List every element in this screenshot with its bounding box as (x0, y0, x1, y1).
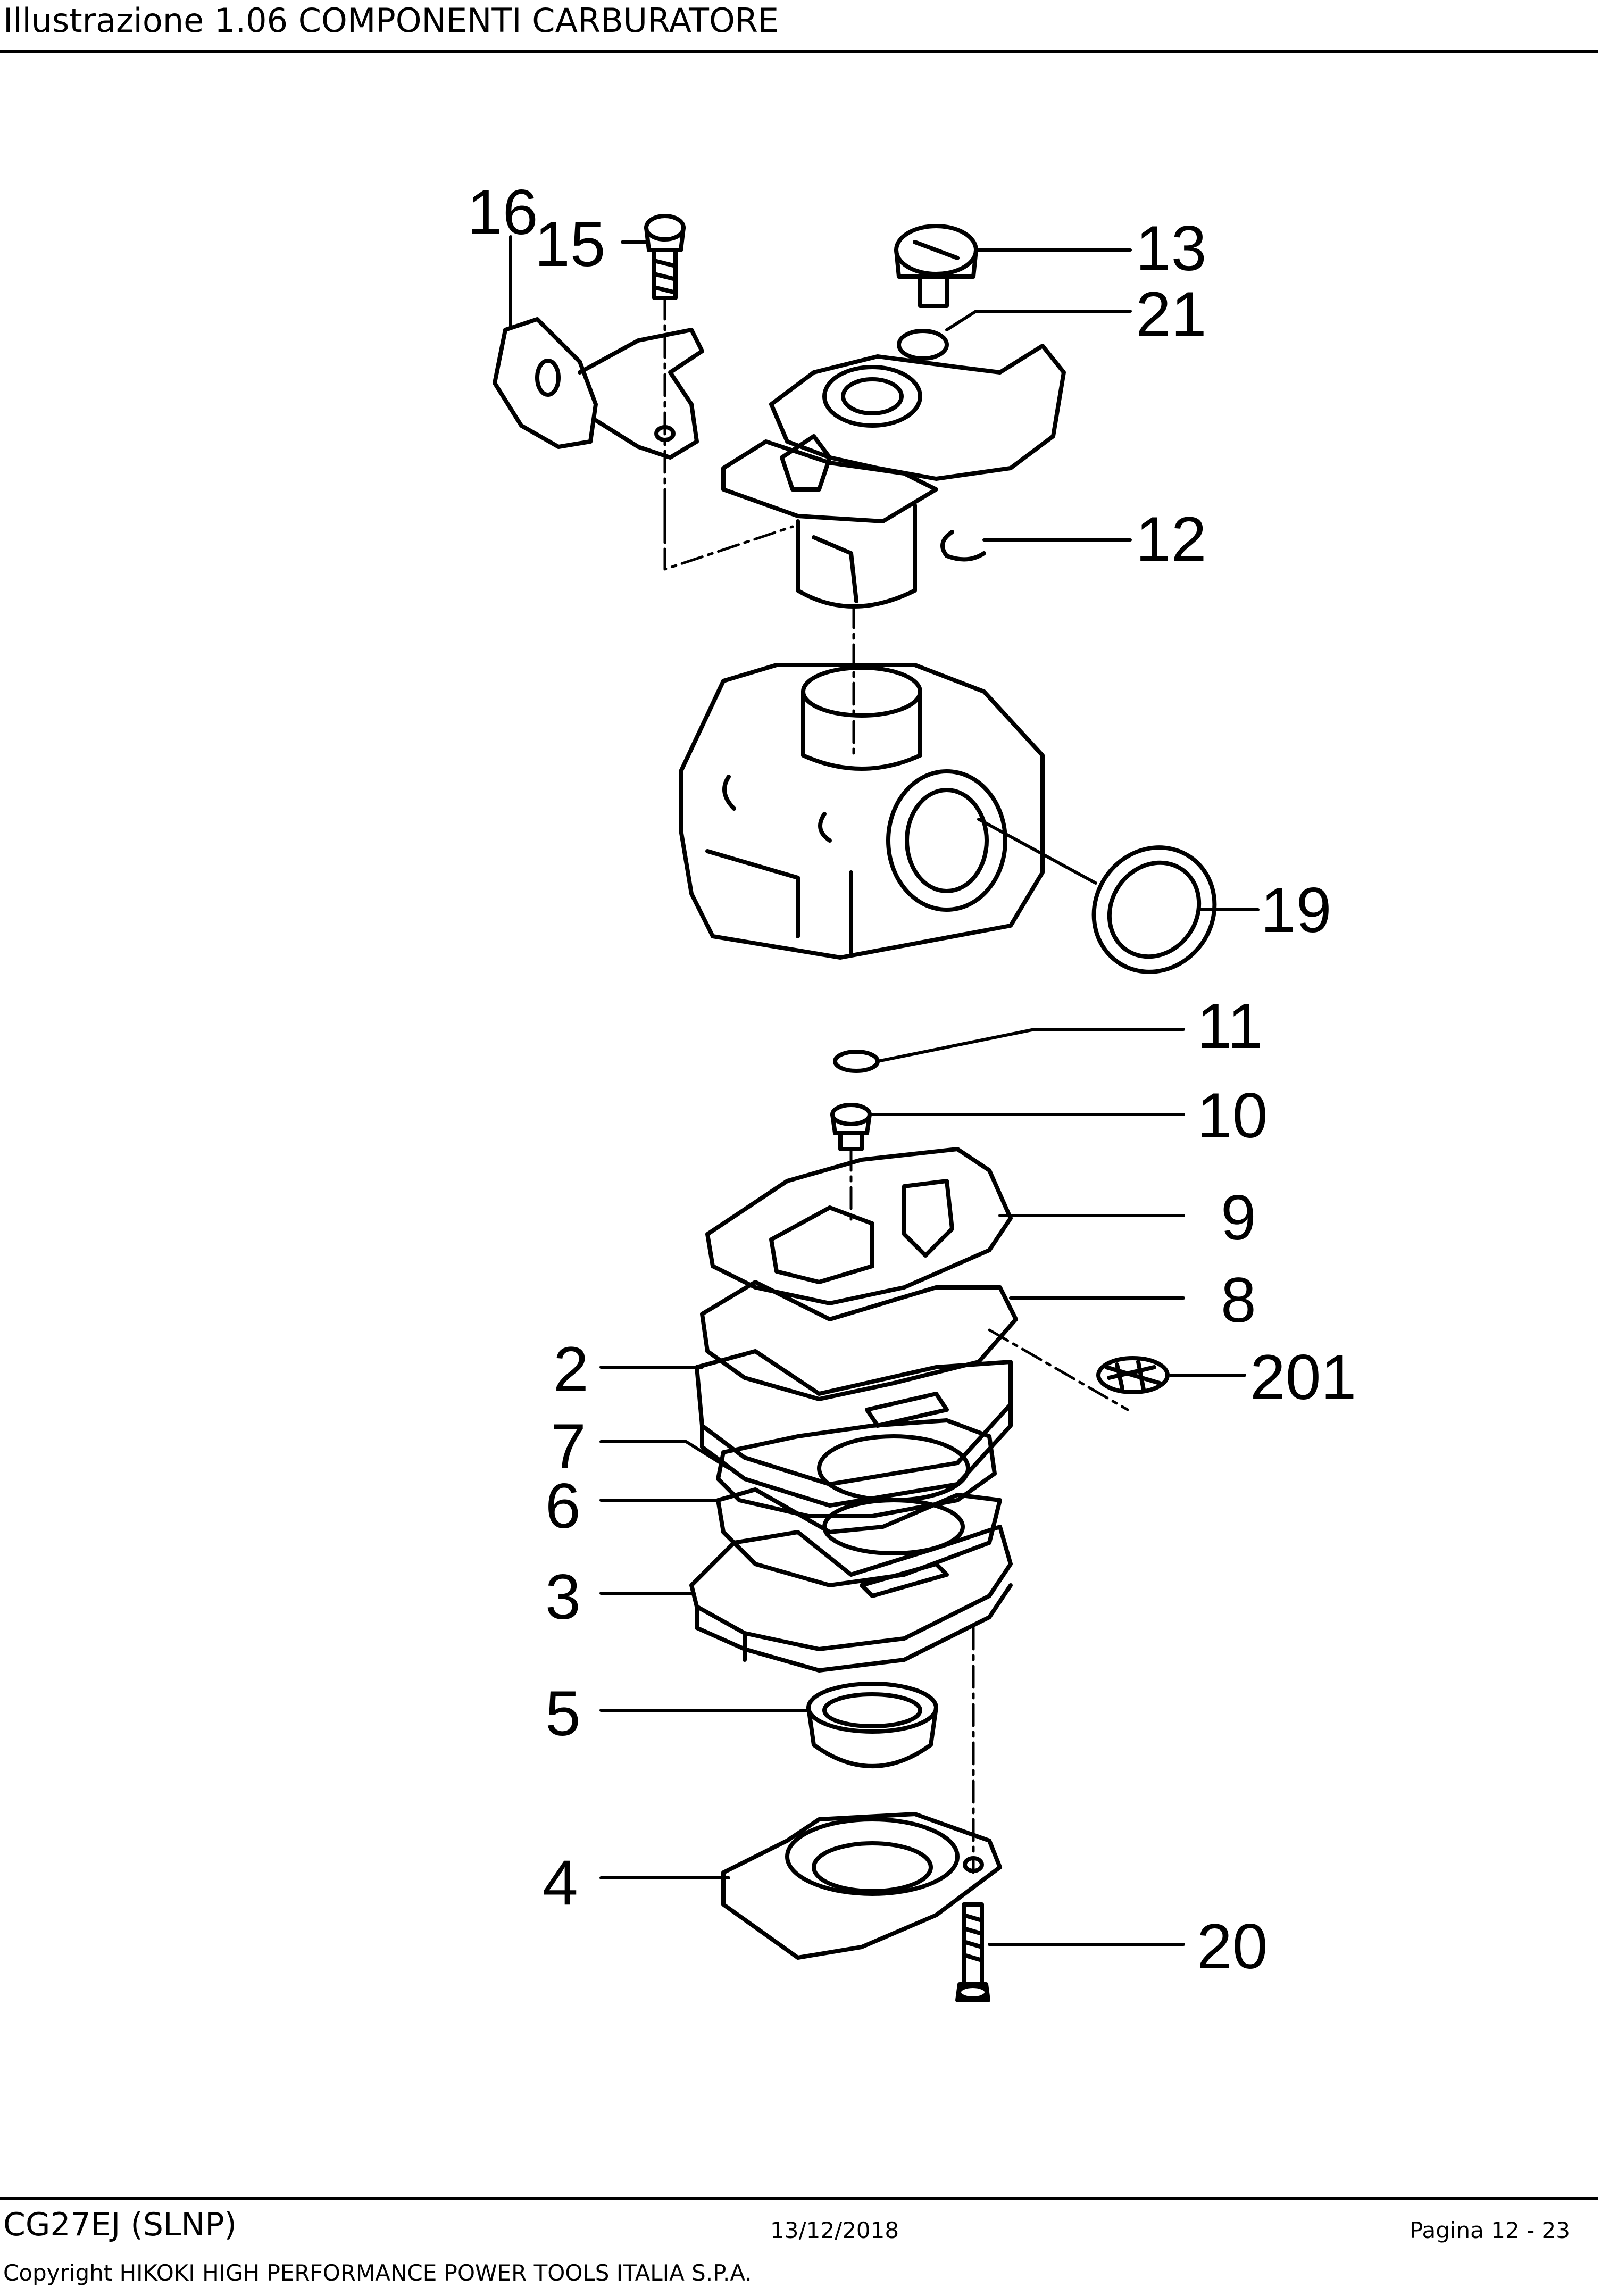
callout-201: 201 (1250, 1342, 1356, 1413)
part-20-screw (955, 1902, 990, 2002)
footer-divider (0, 2197, 1598, 2200)
header-divider (0, 50, 1598, 53)
part-5-cup (806, 1682, 938, 1768)
footer-page-number: Pagina 12 - 23 (1410, 2217, 1570, 2243)
part-16-throttle-lever (493, 317, 704, 460)
callout-6: 6 (545, 1470, 581, 1542)
part-10-plug (830, 1103, 872, 1151)
footer-copyright: Copyright HIKOKI HIGH PERFORMANCE POWER … (3, 2260, 752, 2286)
callout-12: 12 (1136, 504, 1206, 575)
part-8-diaphragm (700, 1280, 1018, 1401)
part-9-gasket (705, 1147, 1013, 1305)
part-6-diaphragm (716, 1487, 1002, 1587)
part-15-screw (644, 214, 686, 300)
callout-2: 2 (553, 1334, 589, 1405)
part-12-clip (940, 530, 986, 562)
callout-11: 11 (1197, 991, 1263, 1062)
callout-20: 20 (1197, 1911, 1268, 1982)
leader-lines (509, 235, 1260, 1946)
carburetor-body (679, 663, 1045, 960)
part-4-cover (721, 1812, 1002, 1960)
footer-model: CG27EJ (SLNP) (3, 2206, 237, 2243)
footer-date: 13/12/2018 (770, 2217, 899, 2243)
callout-21: 21 (1136, 279, 1206, 350)
part-3-lower-body (689, 1525, 1013, 1673)
part-2-pump-cover (695, 1349, 1013, 1508)
callout-5: 5 (545, 1678, 581, 1749)
callout-7: 7 (551, 1411, 586, 1482)
callout-8: 8 (1221, 1265, 1256, 1336)
assembly-axes (663, 296, 1129, 1874)
callout-16: 16 (467, 177, 538, 248)
part-19-seal (1091, 845, 1217, 974)
throttle-body-top (721, 344, 1066, 609)
callout-15: 15 (535, 209, 605, 280)
callout-4: 4 (543, 1847, 578, 1918)
part-21-washer (897, 329, 949, 361)
callout-19: 19 (1261, 875, 1331, 946)
page-title: Illustrazione 1.06 COMPONENTI CARBURATOR… (3, 1, 779, 40)
callout-13: 13 (1136, 213, 1206, 284)
callout-10: 10 (1197, 1080, 1268, 1151)
callout-9: 9 (1221, 1182, 1256, 1253)
part-201-filter (1096, 1356, 1170, 1394)
callout-3: 3 (545, 1561, 581, 1633)
part-13-screw (894, 224, 978, 308)
part-11-washer (833, 1050, 880, 1073)
